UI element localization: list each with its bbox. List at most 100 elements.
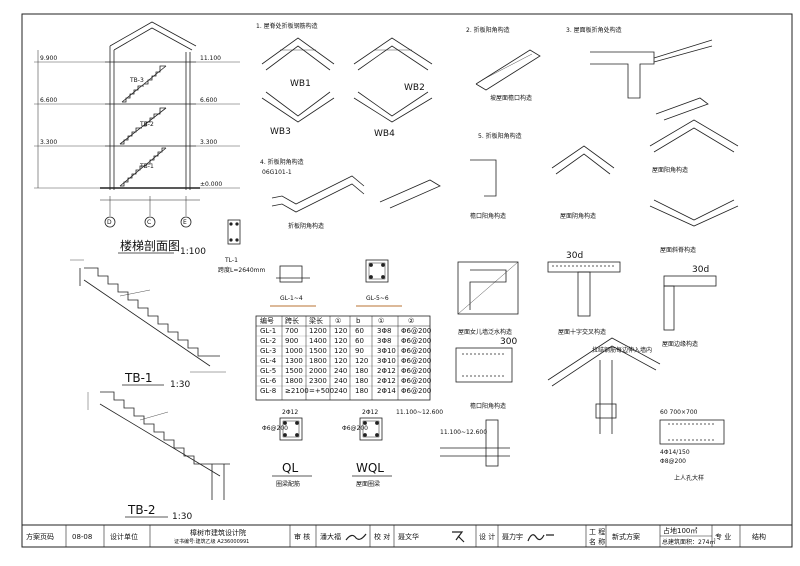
table-cell: 3Φ10: [377, 347, 396, 355]
detail-caption: 屋面斜脊构造: [660, 246, 696, 254]
reviewer-name: 潘大福: [320, 532, 341, 541]
table-cell: 120: [334, 337, 347, 345]
detail-note: 2. 折板阳角构造: [466, 26, 510, 34]
tb1-drawing: [70, 259, 226, 373]
project-label: 工 程: [589, 527, 605, 536]
table-cell: GL-5: [260, 367, 276, 375]
level-mark: 11.100: [200, 55, 221, 62]
discipline: 结构: [752, 532, 766, 541]
level-range: 11.100~12.600: [396, 409, 443, 416]
tb2-scale: 1:30: [172, 512, 192, 522]
wb-label: WB4: [374, 129, 395, 139]
ql-bar: 2Φ12: [282, 409, 298, 416]
table-cell: 90: [355, 347, 364, 355]
level-mark: 3.300: [200, 139, 217, 146]
table-cell: 1000: [285, 347, 303, 355]
detail-note: 3. 屋面板折角处构造: [566, 26, 622, 34]
axis-label: D: [107, 219, 112, 226]
table-cell: 2Φ12: [377, 377, 396, 385]
hatch-stirrup: Φ8@200: [660, 458, 686, 465]
table-cell: Φ6@200: [401, 357, 431, 365]
table-cell: 3Φ10: [377, 357, 396, 365]
table-cell: 2Φ14: [377, 387, 396, 395]
checker-signature: [452, 531, 465, 543]
level-mark: 9.900: [40, 55, 57, 62]
tb2-drawing: [87, 391, 230, 500]
ql-details: [279, 417, 383, 441]
table-cell: 3Φ8: [377, 337, 391, 345]
table-cell: 60: [355, 337, 364, 345]
table-cell: 180: [355, 387, 368, 395]
table-cell: Φ6@200: [401, 327, 431, 335]
checker-name: 聂文华: [398, 532, 419, 541]
ql-stirrup: Φ6@200: [262, 425, 288, 432]
project-label-2: 名 称: [589, 537, 605, 546]
table-cell: 900: [285, 337, 298, 345]
review-label: 审 核: [294, 532, 310, 541]
detail-caption: 屋面边缘构造: [662, 340, 698, 348]
table-cell: =+500: [309, 387, 334, 395]
flight-label: TB-2: [139, 121, 154, 128]
middle-right-details: [440, 261, 725, 467]
table-cell: 2Φ12: [377, 367, 396, 375]
table-cell: GL-3: [260, 347, 276, 355]
tb1-label: TB-1: [124, 371, 153, 385]
detail-caption: 屋面阳角构造: [652, 166, 688, 174]
table-cell: Φ6@200: [401, 367, 431, 375]
table-header: b: [356, 317, 361, 325]
table-cell: 240: [334, 367, 347, 375]
table-cell: Φ6@200: [401, 377, 431, 385]
middle-right-labels: 30d 30d 300 屋面女儿墙泛水构造 屋面十字交叉构造 屋面边缘构造 檐口…: [440, 251, 709, 482]
hatch-size: 60 700×700: [660, 409, 698, 416]
table-cell: 1500: [309, 347, 327, 355]
table-cell: Φ6@200: [401, 387, 431, 395]
tb2-label: TB-2: [127, 503, 156, 517]
title-block: 方案页码 08-08 设计单位 樟树市建筑设计院 证书编号:建筑乙级 A2360…: [21, 524, 793, 548]
table-header: 梁长: [309, 316, 323, 325]
table-cell: 240: [334, 387, 347, 395]
license-number: 证书编号:建筑乙级 A236000991: [174, 538, 249, 545]
reviewer-signature: [345, 533, 367, 541]
table-header: 跨长: [285, 316, 299, 325]
stair-section-drawing: [34, 21, 240, 228]
project-name: 新式方案: [612, 532, 640, 541]
tl-length: 跨度L=2640mm: [218, 266, 265, 274]
detail-caption: 屋面十字交叉构造: [558, 328, 606, 336]
table-cell: 2000: [309, 367, 327, 375]
detail-note: 4. 折板阴角构造: [260, 158, 304, 166]
design-label: 设 计: [479, 532, 495, 541]
table-header: ①: [335, 317, 341, 325]
check-label: 校 对: [374, 532, 390, 541]
flight-label: TB-3: [129, 77, 144, 84]
table-cell: GL-4: [260, 357, 277, 365]
wql-stirrup: Φ6@200: [342, 425, 368, 432]
level-mark: 3.300: [40, 139, 57, 146]
stair-section-labels: 11.100 6.600 3.300 ±0.000 9.900 6.600 3.…: [40, 55, 222, 257]
design-unit-label: 设计单位: [110, 532, 138, 541]
flight-label: TB-1: [139, 163, 154, 170]
level-mark: 6.600: [200, 97, 217, 104]
dimension-300: 300: [500, 337, 517, 347]
table-cell: 60: [355, 327, 364, 335]
ql-caption: 圈梁配筋: [276, 480, 300, 488]
level-mark: ±0.000: [200, 181, 222, 188]
detail-note: 1. 屋脊处折板钢筋构造: [256, 22, 318, 30]
dimension-30d: 30d: [692, 265, 709, 275]
tl-label: TL-1: [224, 257, 238, 264]
total-area: 总建筑面积：274㎡: [662, 538, 715, 546]
table-header: ①: [378, 317, 384, 325]
standard-ref: 06G101-1: [262, 169, 292, 176]
wql-caption: 屋面圈梁: [356, 480, 380, 488]
gl-section-details: [276, 259, 389, 283]
table-cell: 700: [285, 327, 298, 335]
table-cell: 1800: [285, 377, 303, 385]
table-cell: 180: [355, 367, 368, 375]
wb-label: WB3: [270, 127, 291, 137]
